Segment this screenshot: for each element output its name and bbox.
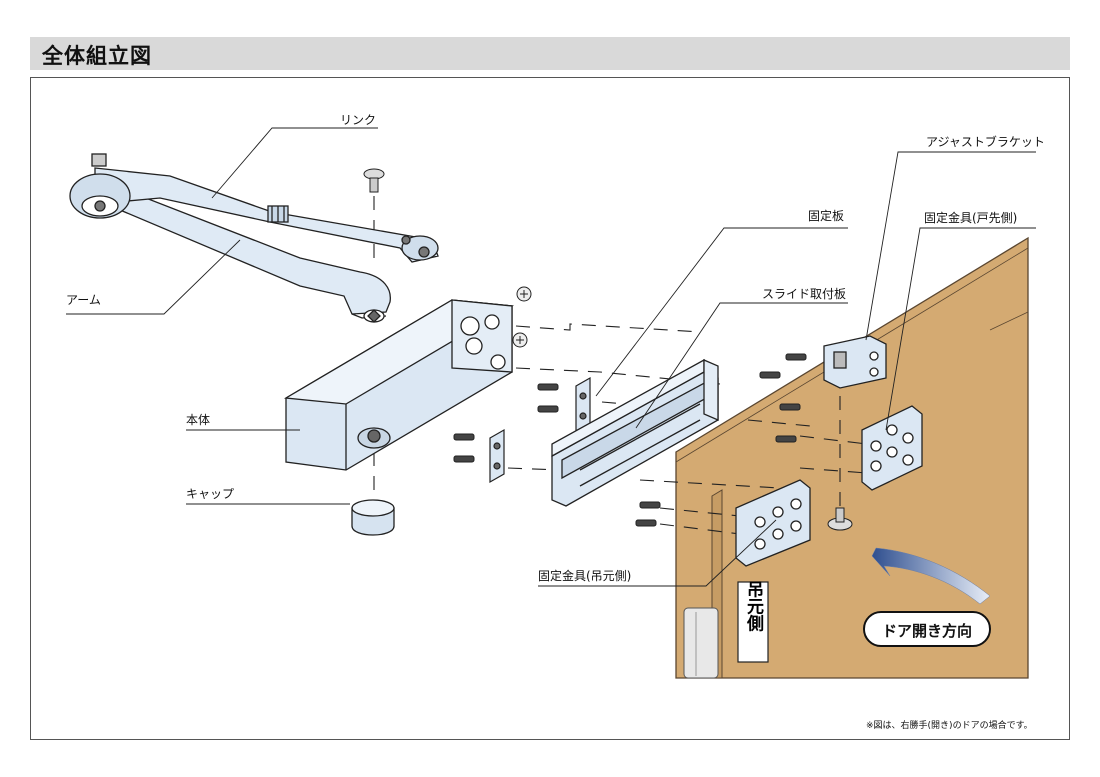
fixed-plates [489, 376, 591, 484]
bottom-bolt [827, 507, 853, 531]
label-fitting-door-side: 固定金具(戸先側) [924, 210, 1017, 225]
open-direction-badge: ドア開き方向 [863, 611, 991, 647]
closer-body [283, 299, 515, 471]
label-slide-plate: スライド取付板 [762, 287, 846, 301]
hinge-side-sign-text: 吊元側 [743, 580, 765, 632]
link-arm [69, 153, 439, 319]
label-cap: キャップ [186, 487, 234, 501]
label-adjust-bracket: アジャストブラケット [926, 134, 1045, 149]
plate-screws [453, 353, 807, 527]
label-link: リンク [340, 113, 376, 127]
label-fixed-plate: 固定板 [808, 208, 844, 223]
section-header: 全体組立図 [30, 37, 1070, 70]
section-title: 全体組立図 [42, 44, 152, 68]
adjust-bracket [823, 335, 887, 389]
body-screws [512, 286, 532, 348]
footnote: ※図は、右勝手(開き)のドアの場合です。 [866, 721, 1033, 731]
open-direction-text: ドア開き方向 [882, 622, 972, 640]
label-arm: アーム [66, 293, 101, 307]
cap [351, 499, 395, 536]
hinge-side-sign: 吊元側 [737, 580, 769, 663]
top-screw [363, 168, 385, 193]
label-fitting-hinge-side: 固定金具(吊元側) [538, 568, 631, 583]
diagram-frame [30, 77, 1070, 740]
fitting-door-side [861, 405, 923, 491]
open-direction-arrow [871, 547, 991, 605]
leader-lines [66, 127, 1036, 587]
label-body: 本体 [186, 413, 210, 427]
